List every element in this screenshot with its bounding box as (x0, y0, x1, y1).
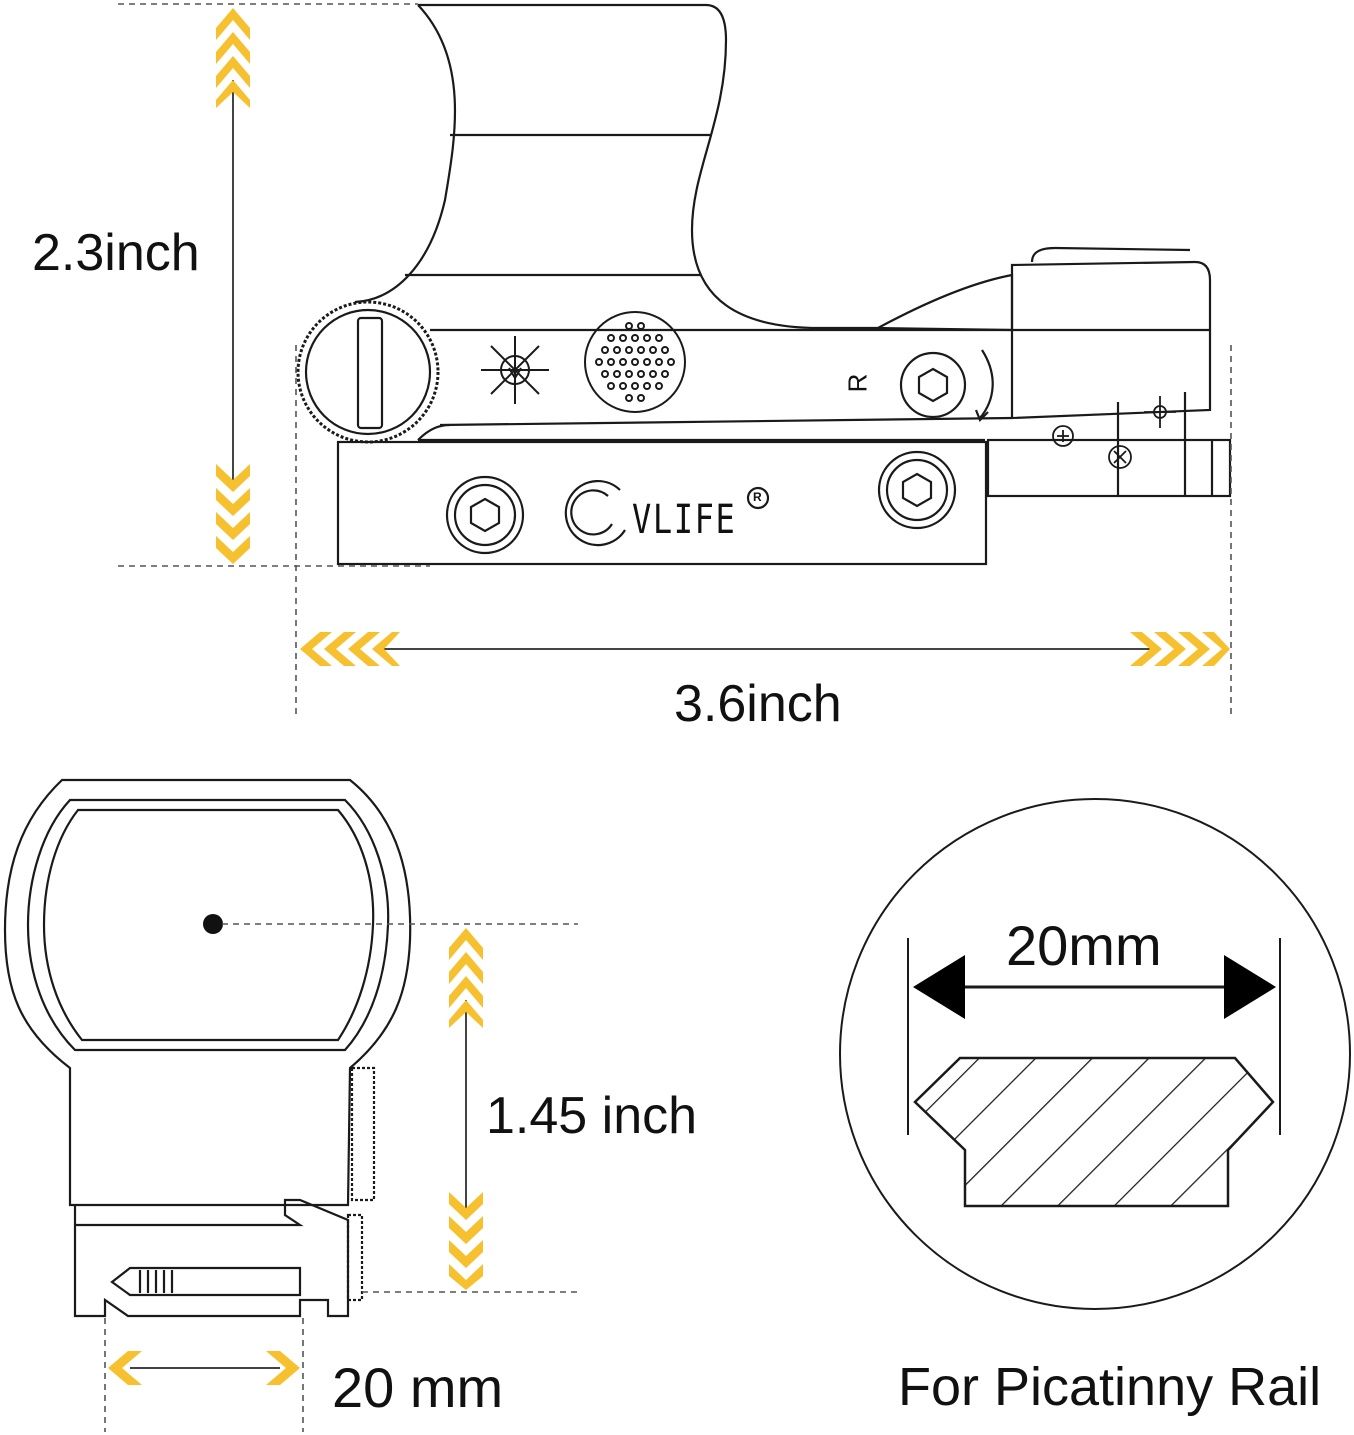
sight-front-view (3, 778, 412, 1318)
reticle-dot (619, 358, 627, 366)
mount-screw-left (445, 475, 525, 555)
reticle-dot (607, 334, 615, 342)
reticle-dot (619, 334, 627, 342)
reticle-dot (625, 370, 633, 378)
reticle-dot (643, 382, 651, 390)
reticle-dot (601, 370, 609, 378)
reticle-dot (631, 382, 639, 390)
rotation-mark: R (842, 373, 873, 393)
reticle-dot (631, 358, 639, 366)
length-label: 3.6inch (674, 675, 842, 733)
reticle-dot (613, 346, 621, 354)
reticle-dot (661, 370, 669, 378)
brand-logo-text: VLIFE (632, 497, 737, 543)
reticle-dot (667, 358, 675, 366)
rail-profile-circle (839, 798, 1351, 1310)
sight-side-view (336, 3, 1232, 566)
reticle-dot (595, 358, 603, 366)
reticle-dot (625, 394, 633, 402)
length-dimension-arrow (300, 632, 1230, 666)
reticle-dot (655, 334, 663, 342)
brand-logo-ring (564, 480, 770, 547)
reticle-dot (643, 334, 651, 342)
windage-screw (899, 349, 994, 422)
mount-width-label: 20 mm (332, 1356, 504, 1419)
reticle-dot (625, 346, 633, 354)
rail-width-label: 20mm (1006, 914, 1162, 977)
reticle-dot (637, 394, 645, 402)
reticle-dot (655, 358, 663, 366)
reticle-dot (625, 322, 633, 330)
guide-lines-side (118, 3, 1232, 715)
reticle-dot (619, 382, 627, 390)
reticle-dot (649, 346, 657, 354)
guide-lines-front (104, 923, 578, 1432)
reticle-dot (607, 358, 615, 366)
reticle-dot (637, 322, 645, 330)
height-label: 2.3inch (32, 224, 200, 282)
reticle-dot (661, 346, 669, 354)
reticle-dot (649, 370, 657, 378)
front-height-label: 1.45 inch (486, 1087, 698, 1145)
front-height-dimension-arrow (449, 928, 483, 1290)
height-dimension-arrow (216, 8, 250, 564)
reticle-button (584, 311, 686, 413)
brightness-knob (296, 300, 440, 444)
rail-caption: For Picatinny Rail (898, 1357, 1322, 1417)
red-dot-center (203, 914, 223, 934)
reticle-dot (643, 358, 651, 366)
rear-small-screws (1052, 396, 1176, 469)
mount-screw-right (877, 450, 957, 530)
reticle-dot (631, 334, 639, 342)
reticle-dot (607, 382, 615, 390)
registered-mark: R (753, 490, 762, 504)
reticle-dot (613, 370, 621, 378)
reticle-dot (637, 346, 645, 354)
reticle-dot (601, 346, 609, 354)
reticle-dot (637, 370, 645, 378)
reticle-dot (655, 382, 663, 390)
brightness-sun-icon (481, 336, 549, 404)
mount-width-dimension-arrow (108, 1351, 300, 1385)
